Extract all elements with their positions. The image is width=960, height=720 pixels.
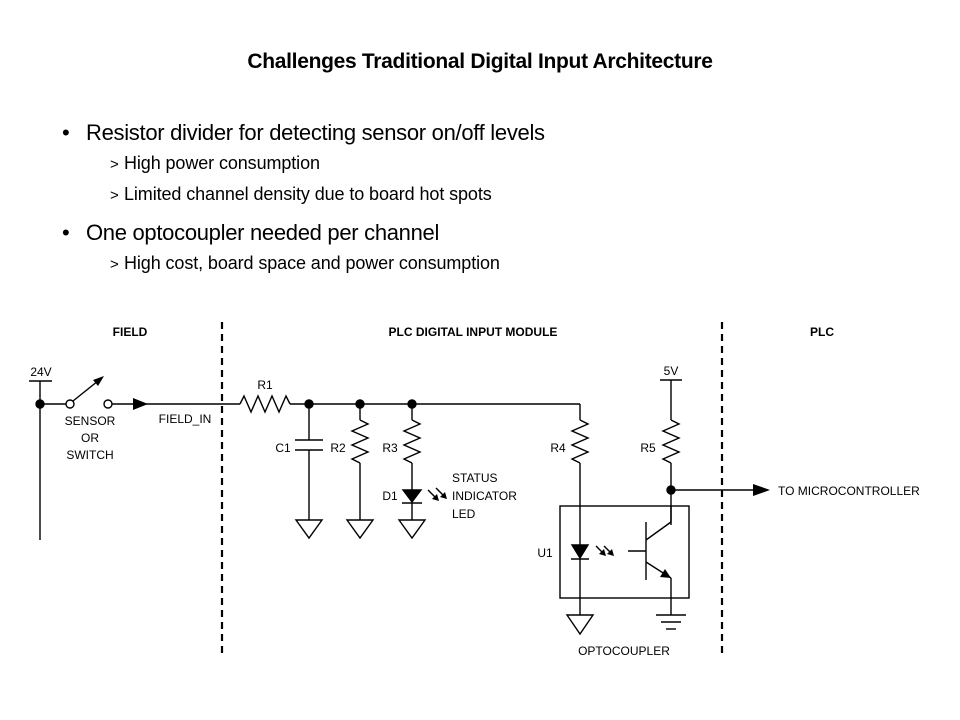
output-to-microcontroller: TO MICROCONTROLLER (671, 484, 920, 498)
svg-text:24V: 24V (30, 365, 51, 379)
svg-text:OR: OR (81, 431, 99, 445)
led-d1: D1 STATUS INDICATOR LED (382, 471, 517, 540)
svg-text:R2: R2 (330, 441, 346, 455)
bullet-list: Resistor divider for detecting sensor on… (62, 118, 545, 279)
field-in-label: FIELD_IN (159, 412, 212, 426)
sub-bullet-marker: > (110, 156, 119, 173)
resistor-r5: R5 (640, 419, 681, 525)
sub-bullet-item: >High power consumption (62, 148, 545, 179)
capacitor-c1: C1 (275, 404, 324, 540)
supply-24v: 24V (29, 365, 52, 540)
resistor-r2: R2 (330, 404, 375, 540)
sensor-switch: SENSOR OR SWITCH FIELD_IN (40, 376, 222, 462)
slide-title: Challenges Traditional Digital Input Arc… (247, 50, 713, 73)
resistor-r1: R1 (222, 378, 580, 414)
svg-text:LED: LED (452, 507, 476, 521)
resistor-r4: R4 (550, 404, 590, 545)
optocoupler-u1: U1 OPTOCOUPLER (537, 505, 690, 658)
svg-text:STATUS: STATUS (452, 471, 498, 485)
arrow-icon (133, 398, 148, 410)
bullet-item: One optocoupler needed per channel (62, 218, 545, 248)
svg-text:U1: U1 (537, 546, 553, 560)
svg-text:INDICATOR: INDICATOR (452, 489, 517, 503)
svg-text:TO MICROCONTROLLER: TO MICROCONTROLLER (778, 484, 920, 498)
svg-text:R5: R5 (640, 441, 656, 455)
svg-text:SWITCH: SWITCH (66, 448, 113, 462)
svg-text:R1: R1 (257, 378, 273, 392)
sub-bullet-item: >Limited channel density due to board ho… (62, 179, 545, 210)
svg-text:R3: R3 (382, 441, 398, 455)
resistor-r3: R3 (382, 404, 422, 490)
section-label-field: FIELD (113, 325, 148, 339)
bullet-item: Resistor divider for detecting sensor on… (62, 118, 545, 148)
section-label-plc: PLC (810, 325, 834, 339)
section-label-module: PLC DIGITAL INPUT MODULE (389, 325, 558, 339)
svg-text:D1: D1 (382, 489, 398, 503)
svg-text:R4: R4 (550, 441, 566, 455)
sub-bullet-marker: > (110, 187, 119, 204)
svg-text:5V: 5V (664, 364, 679, 378)
optocoupler-label: OPTOCOUPLER (578, 644, 670, 658)
sub-bullet-marker: > (110, 256, 119, 273)
light-emission-icon (427, 487, 447, 501)
supply-5v: 5V (660, 364, 682, 420)
light-emission-icon (595, 545, 614, 556)
svg-text:C1: C1 (275, 441, 291, 455)
sub-bullet-item: >High cost, board space and power consum… (62, 248, 545, 279)
svg-text:SENSOR: SENSOR (65, 414, 116, 428)
